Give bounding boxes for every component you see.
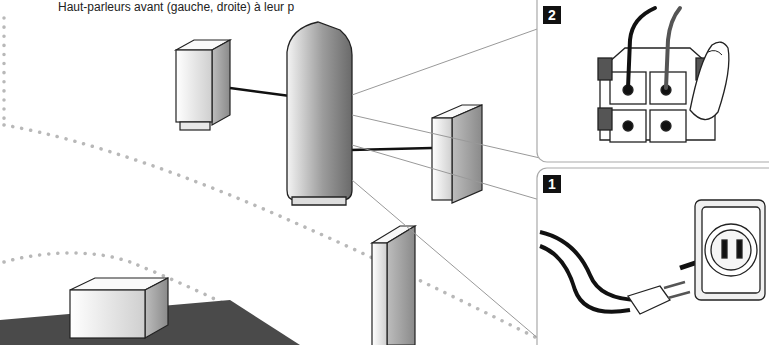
heading-note: Haut-parleurs avant (gauche, droite) à l… bbox=[58, 1, 294, 14]
callout-number: 1 bbox=[543, 175, 561, 193]
inset-panel bbox=[537, 168, 769, 345]
finger bbox=[690, 42, 729, 119]
leader-line bbox=[352, 28, 540, 340]
wall-socket bbox=[695, 200, 765, 300]
front-right-speaker bbox=[432, 105, 482, 203]
main-unit bbox=[287, 22, 352, 205]
front-left-speaker bbox=[176, 40, 230, 130]
wire bbox=[628, 8, 680, 88]
speaker-wire bbox=[230, 88, 290, 96]
power-cord bbox=[540, 232, 690, 314]
room-outline bbox=[4, 18, 545, 342]
av-unit bbox=[70, 278, 168, 338]
callout-text: 1 bbox=[548, 177, 556, 191]
inset-panel bbox=[537, 0, 769, 162]
rear-speaker bbox=[372, 226, 415, 345]
callout-number: 2 bbox=[543, 6, 561, 24]
callout-text: 2 bbox=[548, 8, 556, 22]
